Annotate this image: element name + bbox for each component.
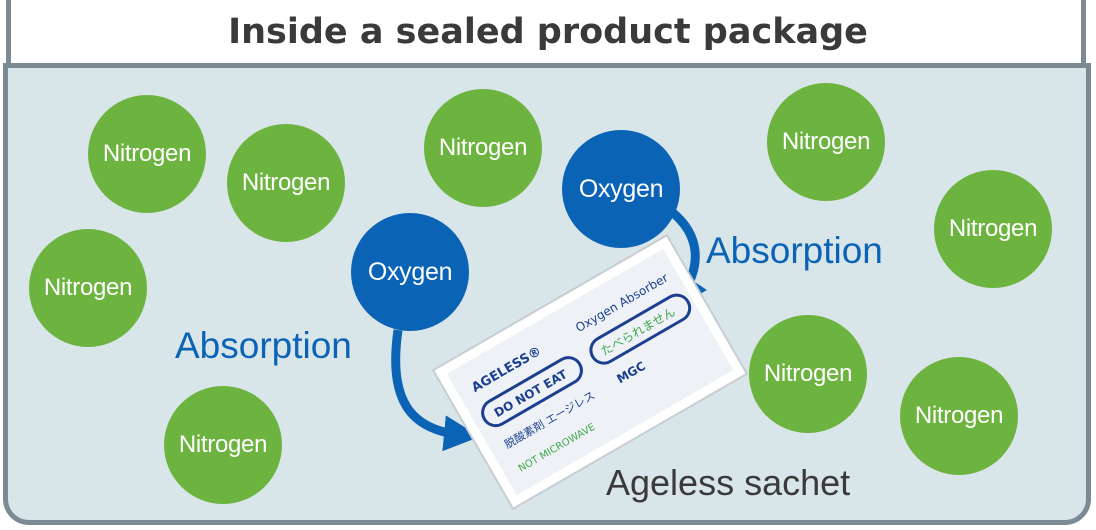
nitrogen-molecule: Nitrogen [767, 83, 885, 201]
oxygen-molecule: Oxygen [562, 130, 680, 248]
nitrogen-molecule: Nitrogen [424, 89, 542, 207]
diagram-title: Inside a sealed product package [228, 12, 868, 52]
nitrogen-molecule: Nitrogen [749, 315, 867, 433]
nitrogen-molecule: Nitrogen [900, 357, 1018, 475]
absorption-arrow-left [391, 329, 480, 452]
nitrogen-molecule: Nitrogen [227, 124, 345, 242]
ageless-sachet: AGELESS® Oxygen Absorber DO NOT EAT たべられ… [431, 233, 749, 511]
nitrogen-molecule: Nitrogen [164, 386, 282, 504]
sachet-label: Ageless sachet [606, 462, 851, 503]
package-header [6, 0, 1086, 64]
absorption-label-left: Absorption [175, 325, 352, 366]
absorption-label-right: Absorption [706, 230, 883, 271]
oxygen-molecule: Oxygen [351, 213, 469, 331]
nitrogen-molecule: Nitrogen [934, 170, 1052, 288]
nitrogen-molecule: Nitrogen [29, 229, 147, 347]
nitrogen-molecule: Nitrogen [88, 95, 206, 213]
